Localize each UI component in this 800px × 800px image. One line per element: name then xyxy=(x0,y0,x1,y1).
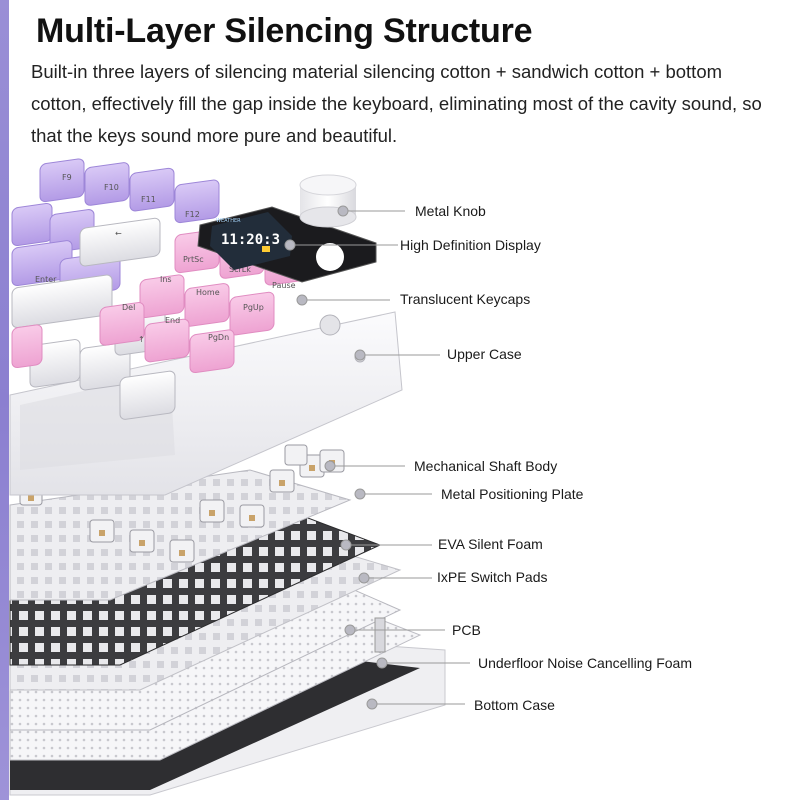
display-time: 11:20:3 xyxy=(221,232,280,248)
keycap-scrlk-label: ScrLk xyxy=(229,265,251,274)
keycap-f11-label: F11 xyxy=(141,195,156,204)
callout-metal-knob: Metal Knob xyxy=(415,203,486,219)
callout-bottom-case: Bottom Case xyxy=(474,697,555,713)
page-title: Multi-Layer Silencing Structure xyxy=(36,12,533,50)
callout-lines xyxy=(284,205,470,710)
callout-shaft-body: Mechanical Shaft Body xyxy=(414,458,558,474)
keycap-up-label: ↑ xyxy=(138,335,145,344)
keycap-end-label: End xyxy=(165,316,180,325)
keycap-pgdn-label: PgDn xyxy=(208,333,229,342)
keycap-del-label: Del xyxy=(122,303,135,312)
keycap-pause-label: Pause xyxy=(272,281,296,290)
callout-positioning-plate: Metal Positioning Plate xyxy=(441,486,584,502)
callout-eva-foam: EVA Silent Foam xyxy=(438,536,543,552)
callout-display: High Definition Display xyxy=(400,237,541,253)
keycap-home-label: Home xyxy=(196,288,220,297)
callout-ixpe-pads: IxPE Switch Pads xyxy=(437,569,548,585)
metal-knob xyxy=(299,174,357,228)
keycap-pgup-label: PgUp xyxy=(243,303,264,312)
left-accent-stripe xyxy=(0,0,9,800)
callout-translucent-keycaps: Translucent Keycaps xyxy=(400,291,531,307)
keycap-f10-label: F10 xyxy=(104,183,119,192)
callout-upper-case: Upper Case xyxy=(447,346,522,362)
keycap-f12-label: F12 xyxy=(185,210,200,219)
keycap-prtsc-label: PrtSc xyxy=(183,255,204,264)
page-description: Built-in three layers of silencing mater… xyxy=(31,61,762,146)
display-small-label: WEATHER xyxy=(216,218,241,224)
keycap-backspace-label: ← xyxy=(115,229,122,238)
keycap-enter-label: Enter xyxy=(35,275,57,284)
callout-underfloor-foam: Underfloor Noise Cancelling Foam xyxy=(478,655,692,671)
positioning-plate-layer xyxy=(9,469,352,601)
keycap-ins-label: Ins xyxy=(160,275,172,284)
keycap-f9-label: F9 xyxy=(62,173,72,182)
callout-pcb: PCB xyxy=(452,622,481,638)
